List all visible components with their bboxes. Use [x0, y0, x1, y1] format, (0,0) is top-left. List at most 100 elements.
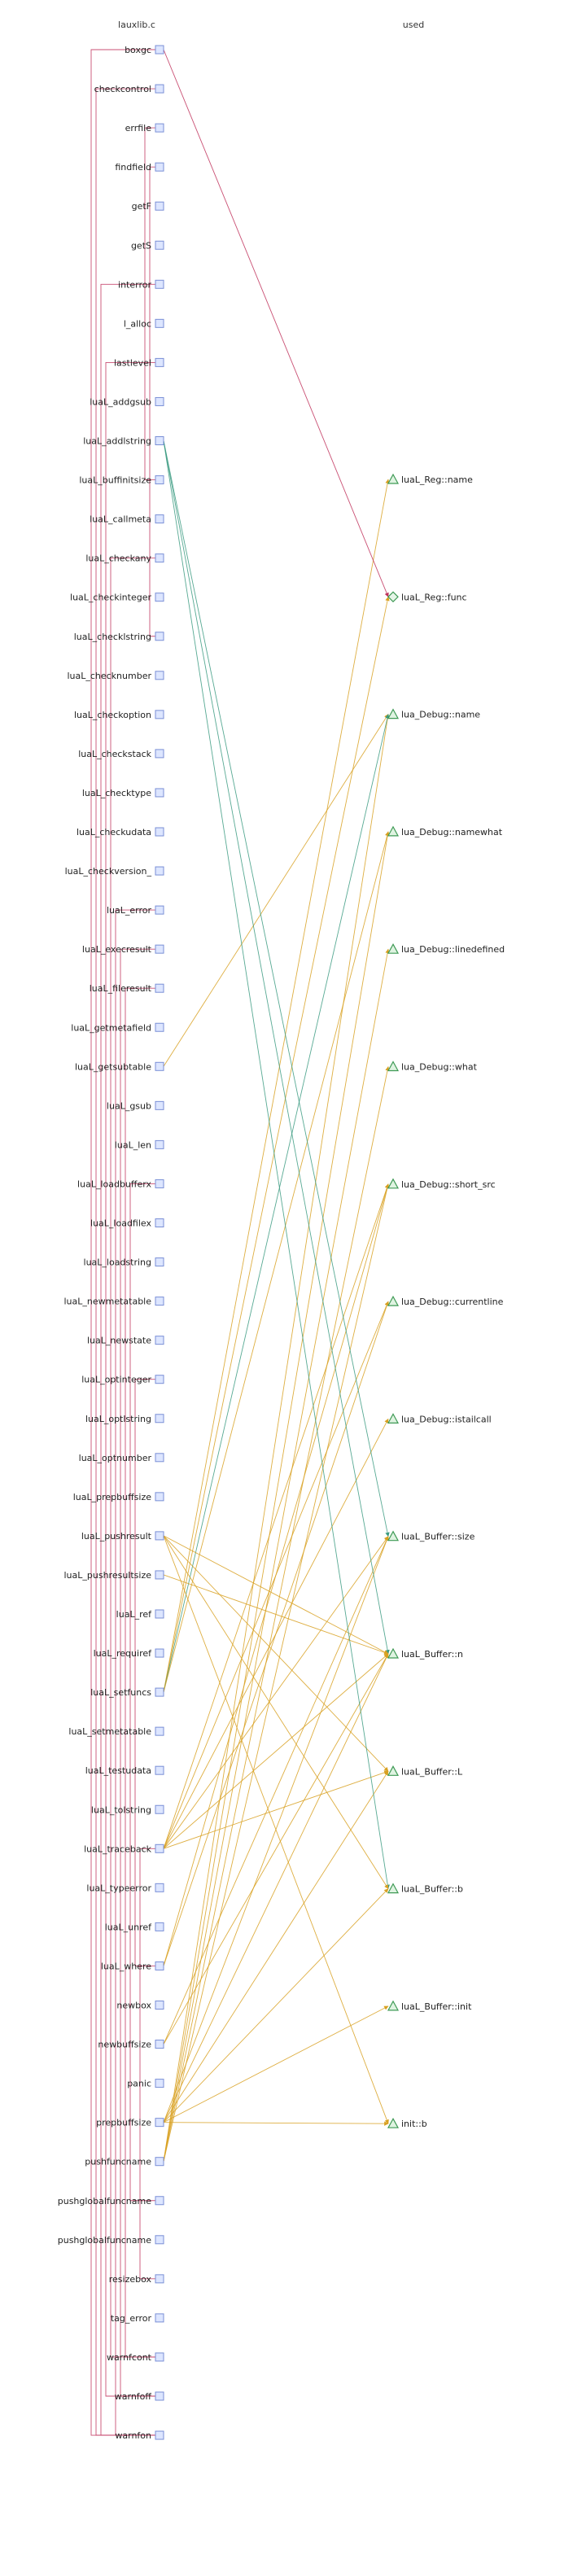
function-box-icon[interactable]: [155, 45, 164, 55]
function-box-icon[interactable]: [155, 357, 164, 367]
function-box-icon[interactable]: [155, 1414, 164, 1424]
used-node[interactable]: luaL_Buffer::L: [387, 1765, 463, 1777]
function-box-icon[interactable]: [155, 1531, 164, 1541]
function-box-icon[interactable]: [155, 1179, 164, 1188]
function-node[interactable]: pushglobalfuncname: [58, 2235, 164, 2246]
function-box-icon[interactable]: [155, 1765, 164, 1775]
function-node[interactable]: luaL_checkinteger: [70, 593, 164, 603]
used-node[interactable]: lua_Debug::what: [387, 1061, 478, 1073]
function-node[interactable]: pushfuncname: [85, 2157, 164, 2167]
used-node[interactable]: lua_Debug::namewhat: [387, 825, 503, 838]
function-box-icon[interactable]: [155, 1961, 164, 1970]
function-node[interactable]: luaL_getmetafield: [71, 1022, 164, 1033]
function-node[interactable]: pushglobalfuncname: [58, 2196, 164, 2206]
triangle-icon[interactable]: [387, 708, 400, 719]
function-node[interactable]: luaL_traceback: [84, 1843, 164, 1854]
function-box-icon[interactable]: [155, 2118, 164, 2128]
triangle-icon[interactable]: [387, 1295, 400, 1306]
function-node[interactable]: luaL_checknumber: [67, 671, 164, 681]
function-node[interactable]: prepbuffsize: [96, 2118, 164, 2128]
function-box-icon[interactable]: [155, 983, 164, 993]
used-node[interactable]: lua_Debug::name: [387, 708, 480, 720]
function-box-icon[interactable]: [155, 2235, 164, 2245]
triangle-icon[interactable]: [387, 1647, 400, 1659]
function-node[interactable]: errfile: [125, 123, 164, 133]
function-node[interactable]: luaL_typeerror: [86, 1883, 164, 1893]
function-box-icon[interactable]: [155, 1648, 164, 1658]
function-node[interactable]: luaL_checkstack: [78, 749, 164, 759]
triangle-icon[interactable]: [387, 1061, 400, 1072]
triangle-icon[interactable]: [387, 1765, 400, 1776]
function-node[interactable]: luaL_addlstring: [83, 436, 164, 447]
used-node[interactable]: luaL_Buffer::b: [387, 1883, 463, 1895]
function-box-icon[interactable]: [155, 2001, 164, 2010]
function-box-icon[interactable]: [155, 1218, 164, 1227]
used-node[interactable]: luaL_Buffer::size: [387, 1530, 475, 1542]
function-box-icon[interactable]: [155, 2352, 164, 2362]
used-node[interactable]: lua_Debug::currentline: [387, 1295, 504, 1307]
function-box-icon[interactable]: [155, 710, 164, 719]
function-node[interactable]: luaL_newstate: [87, 1336, 164, 1346]
function-node[interactable]: findfield: [115, 162, 164, 173]
function-box-icon[interactable]: [155, 2079, 164, 2088]
function-node[interactable]: luaL_where: [101, 1961, 164, 1971]
function-box-icon[interactable]: [155, 866, 164, 876]
used-node[interactable]: lua_Debug::istailcall: [387, 1413, 492, 1424]
function-node[interactable]: boxgc: [125, 45, 164, 55]
function-node[interactable]: warnfon: [115, 2430, 164, 2441]
function-node[interactable]: luaL_unref: [105, 1922, 164, 1932]
function-node[interactable]: l_alloc: [124, 318, 164, 329]
function-node[interactable]: luaL_requiref: [94, 1648, 164, 1659]
function-node[interactable]: panic: [127, 2079, 164, 2089]
function-node[interactable]: luaL_fileresult: [90, 983, 164, 994]
function-box-icon[interactable]: [155, 396, 164, 406]
function-node[interactable]: luaL_callmeta: [90, 514, 164, 525]
function-node[interactable]: newbuffsize: [98, 2040, 164, 2050]
function-node[interactable]: luaL_newmetatable: [63, 1297, 164, 1307]
function-node[interactable]: luaL_setmetatable: [68, 1726, 164, 1737]
function-node[interactable]: luaL_checklstring: [74, 632, 164, 642]
triangle-icon[interactable]: [387, 1413, 400, 1424]
function-node[interactable]: luaL_tolstring: [91, 1804, 164, 1815]
triangle-icon[interactable]: [387, 942, 400, 954]
function-box-icon[interactable]: [155, 1453, 164, 1463]
used-node[interactable]: luaL_Reg::func: [387, 591, 467, 602]
function-box-icon[interactable]: [155, 632, 164, 641]
function-box-icon[interactable]: [155, 553, 164, 563]
function-box-icon[interactable]: [155, 1375, 164, 1384]
function-box-icon[interactable]: [155, 2196, 164, 2206]
function-node[interactable]: checkcontrol: [94, 84, 164, 94]
triangle-icon[interactable]: [387, 825, 400, 837]
function-box-icon[interactable]: [155, 2430, 164, 2440]
triangle-icon[interactable]: [387, 1178, 400, 1189]
function-node[interactable]: luaL_execresult: [82, 944, 164, 955]
function-box-icon[interactable]: [155, 2040, 164, 2049]
function-node[interactable]: luaL_setfuncs: [90, 1687, 164, 1698]
function-box-icon[interactable]: [155, 436, 164, 445]
function-node[interactable]: luaL_buffinitsize: [79, 475, 164, 486]
function-box-icon[interactable]: [155, 1336, 164, 1345]
function-node[interactable]: warnfoff: [115, 2391, 164, 2402]
function-node[interactable]: getF: [132, 201, 164, 212]
function-box-icon[interactable]: [155, 1022, 164, 1032]
function-node[interactable]: luaL_pushresultsize: [63, 1570, 164, 1581]
used-node[interactable]: luaL_Buffer::init: [387, 2000, 472, 2012]
function-node[interactable]: lastlevel: [114, 357, 164, 368]
function-box-icon[interactable]: [155, 1726, 164, 1736]
function-box-icon[interactable]: [155, 905, 164, 915]
function-box-icon[interactable]: [155, 1570, 164, 1580]
triangle-icon[interactable]: [387, 473, 400, 484]
function-node[interactable]: luaL_gsub: [107, 1100, 164, 1111]
function-box-icon[interactable]: [155, 2313, 164, 2323]
function-box-icon[interactable]: [155, 1843, 164, 1853]
function-node[interactable]: warnfcont: [107, 2352, 164, 2363]
function-node[interactable]: luaL_checkudata: [77, 827, 164, 838]
function-box-icon[interactable]: [155, 318, 164, 328]
function-box-icon[interactable]: [155, 201, 164, 211]
function-box-icon[interactable]: [155, 1804, 164, 1814]
function-node[interactable]: resizebox: [109, 2274, 164, 2285]
function-box-icon[interactable]: [155, 2274, 164, 2284]
function-box-icon[interactable]: [155, 671, 164, 680]
function-node[interactable]: luaL_testudata: [85, 1765, 164, 1776]
function-box-icon[interactable]: [155, 514, 164, 524]
